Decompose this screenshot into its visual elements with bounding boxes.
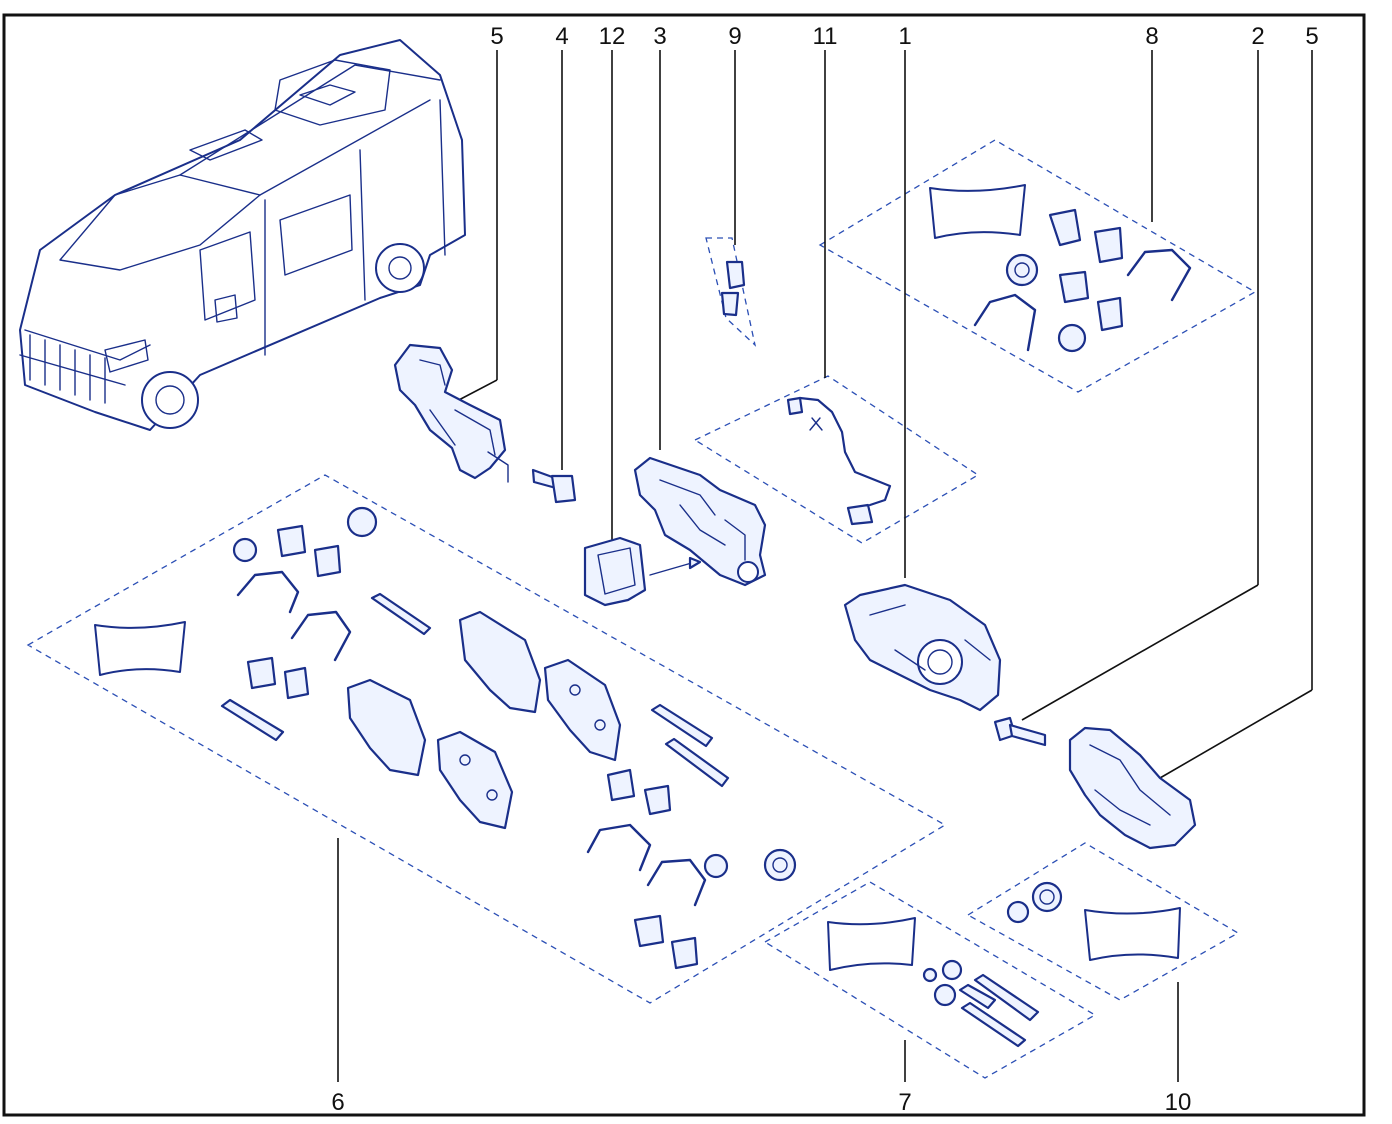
kit-6-outline bbox=[26, 474, 947, 1004]
callout-11: 11 bbox=[813, 23, 838, 50]
kit-7-outline bbox=[763, 881, 1097, 1079]
callout-5-top-left: 5 bbox=[490, 23, 503, 50]
callout-6: 6 bbox=[331, 1089, 344, 1116]
kit-9-outline bbox=[705, 237, 757, 347]
kit-10-parts bbox=[1006, 881, 1181, 961]
callout-12: 12 bbox=[599, 23, 626, 50]
kit-6-parts bbox=[94, 506, 797, 970]
kit-8-parts bbox=[929, 184, 1192, 353]
brake-caliper-3 bbox=[633, 456, 767, 587]
cable-holder-12 bbox=[583, 536, 702, 607]
kit-7-parts bbox=[827, 917, 1040, 1048]
kit-8-outline bbox=[818, 139, 1257, 393]
callout-1: 1 bbox=[898, 23, 911, 50]
callout-labels: 5 4 12 3 9 11 1 8 2 5 6 7 10 bbox=[331, 23, 1318, 1116]
callout-2: 2 bbox=[1251, 23, 1264, 50]
callout-8: 8 bbox=[1145, 23, 1158, 50]
callout-10: 10 bbox=[1165, 1089, 1192, 1116]
kit-10-outline bbox=[966, 842, 1240, 1001]
diagram-frame bbox=[2, 13, 1366, 1117]
brake-caliper-1 bbox=[843, 583, 1002, 712]
callout-3: 3 bbox=[653, 23, 666, 50]
callout-9: 9 bbox=[728, 23, 741, 50]
van-illustration bbox=[19, 39, 466, 431]
leader-lines bbox=[337, 50, 1313, 1082]
wear-sensor-cable bbox=[786, 396, 892, 526]
callout-5-top-right: 5 bbox=[1305, 23, 1318, 50]
caliper-bracket-right bbox=[1068, 726, 1197, 850]
caliper-bracket-left bbox=[393, 343, 509, 483]
caliper-bolt-2 bbox=[993, 716, 1047, 747]
bleed-screw bbox=[720, 260, 746, 317]
callout-7: 7 bbox=[898, 1089, 911, 1116]
guide-bolt bbox=[531, 468, 577, 504]
callout-4: 4 bbox=[555, 23, 568, 50]
